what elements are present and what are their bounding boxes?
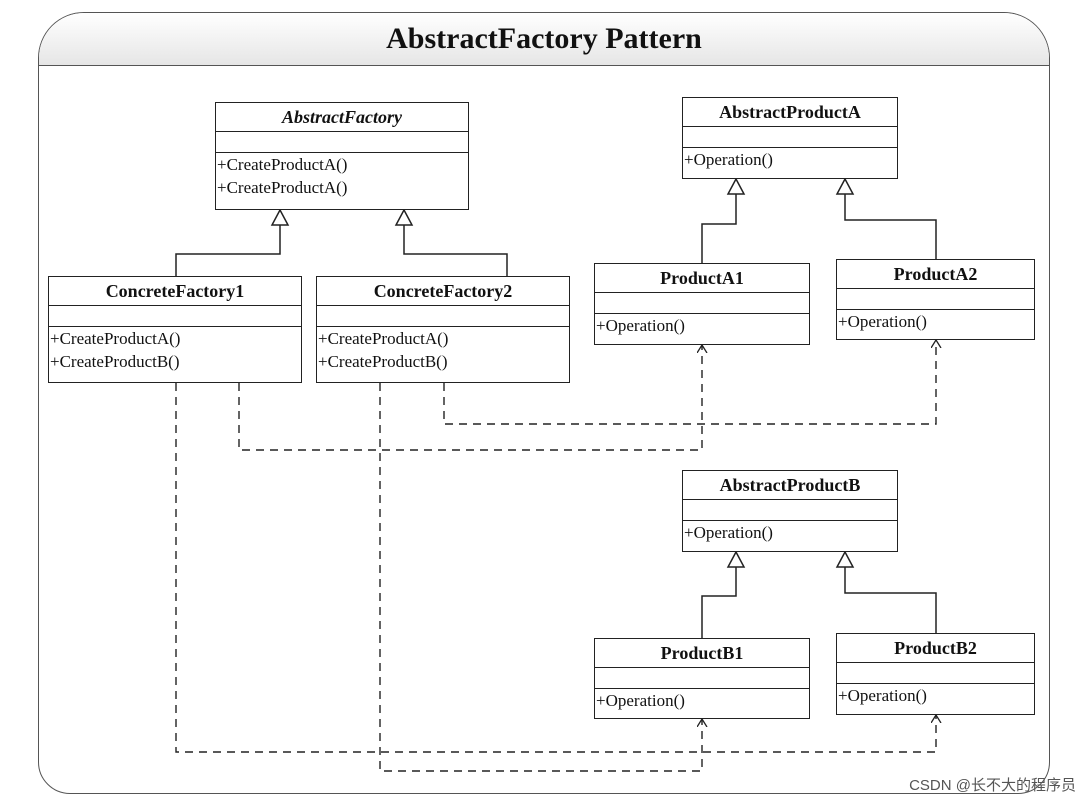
class-abstract-factory: AbstractFactory +CreateProductA() +Creat…: [215, 102, 469, 210]
class-abstract-product-a: AbstractProductA +Operation(): [682, 97, 898, 179]
class-product-a1: ProductA1 +Operation(): [594, 263, 810, 345]
operation: +CreateProductA(): [217, 155, 348, 174]
generalization-productb1: [701, 567, 737, 638]
operation: +CreateProductA(): [50, 329, 181, 348]
class-product-a2: ProductA2 +Operation(): [836, 259, 1035, 340]
operation: +Operation(): [838, 312, 927, 331]
class-name: AbstractProductB: [683, 471, 897, 500]
inheritance-triangle-icon: [835, 177, 855, 195]
attributes-compartment: [317, 306, 569, 327]
inheritance-triangle-icon: [726, 550, 746, 568]
diagram-title: AbstractFactory Pattern: [386, 22, 702, 55]
operations-compartment: +Operation(): [595, 689, 809, 712]
inheritance-triangle-icon: [394, 208, 414, 226]
operations-compartment: +CreateProductA() +CreateProductA(): [216, 153, 468, 199]
operations-compartment: +CreateProductA() +CreateProductB(): [49, 327, 301, 373]
class-name: ProductB2: [837, 634, 1034, 663]
operation: +CreateProductA(): [217, 178, 348, 197]
class-name: AbstractProductA: [683, 98, 897, 127]
generalization-producta1: [701, 194, 737, 263]
attributes-compartment: [49, 306, 301, 327]
class-name: AbstractFactory: [216, 103, 468, 132]
operation: +CreateProductA(): [318, 329, 449, 348]
dependency-concretefactory1-productb2: [175, 383, 936, 753]
generalization-producta2: [844, 194, 937, 259]
operation: +Operation(): [838, 686, 927, 705]
class-abstract-product-b: AbstractProductB +Operation(): [682, 470, 898, 552]
class-name: ConcreteFactory1: [49, 277, 301, 306]
inheritance-triangle-icon: [726, 177, 746, 195]
class-name: ConcreteFactory2: [317, 277, 569, 306]
operation: +Operation(): [684, 150, 773, 169]
operations-compartment: +Operation(): [595, 314, 809, 337]
class-name: ProductB1: [595, 639, 809, 668]
title-bar: AbstractFactory Pattern: [39, 13, 1049, 66]
dependency-concretefactory2-producta2: [443, 340, 936, 425]
dependency-concretefactory1-producta1: [238, 345, 702, 451]
generalization-productb2: [844, 567, 937, 633]
class-product-b2: ProductB2 +Operation(): [836, 633, 1035, 715]
operations-compartment: +Operation(): [683, 521, 897, 544]
watermark: CSDN @长不大的程序员: [909, 777, 1076, 794]
class-concrete-factory1: ConcreteFactory1 +CreateProductA() +Crea…: [48, 276, 302, 383]
operations-compartment: +Operation(): [683, 148, 897, 171]
dependency-concretefactory2-productb1: [379, 383, 702, 772]
operation: +Operation(): [596, 691, 685, 710]
operations-compartment: +Operation(): [837, 310, 1034, 333]
class-name: ProductA1: [595, 264, 809, 293]
operations-compartment: +Operation(): [837, 684, 1034, 707]
inheritance-triangle-icon: [835, 550, 855, 568]
attributes-compartment: [837, 663, 1034, 684]
class-name: ProductA2: [837, 260, 1034, 289]
class-concrete-factory2: ConcreteFactory2 +CreateProductA() +Crea…: [316, 276, 570, 383]
operation: +Operation(): [684, 523, 773, 542]
attributes-compartment: [683, 500, 897, 521]
attributes-compartment: [837, 289, 1034, 310]
attributes-compartment: [595, 293, 809, 314]
operations-compartment: +CreateProductA() +CreateProductB(): [317, 327, 569, 373]
generalization-concretefactory1: [175, 225, 281, 276]
inheritance-triangle-icon: [270, 208, 290, 226]
class-product-b1: ProductB1 +Operation(): [594, 638, 810, 719]
operation: +Operation(): [596, 316, 685, 335]
operation: +CreateProductB(): [50, 352, 180, 371]
operation: +CreateProductB(): [318, 352, 448, 371]
attributes-compartment: [683, 127, 897, 148]
generalization-concretefactory2: [403, 225, 508, 276]
attributes-compartment: [595, 668, 809, 689]
attributes-compartment: [216, 132, 468, 153]
